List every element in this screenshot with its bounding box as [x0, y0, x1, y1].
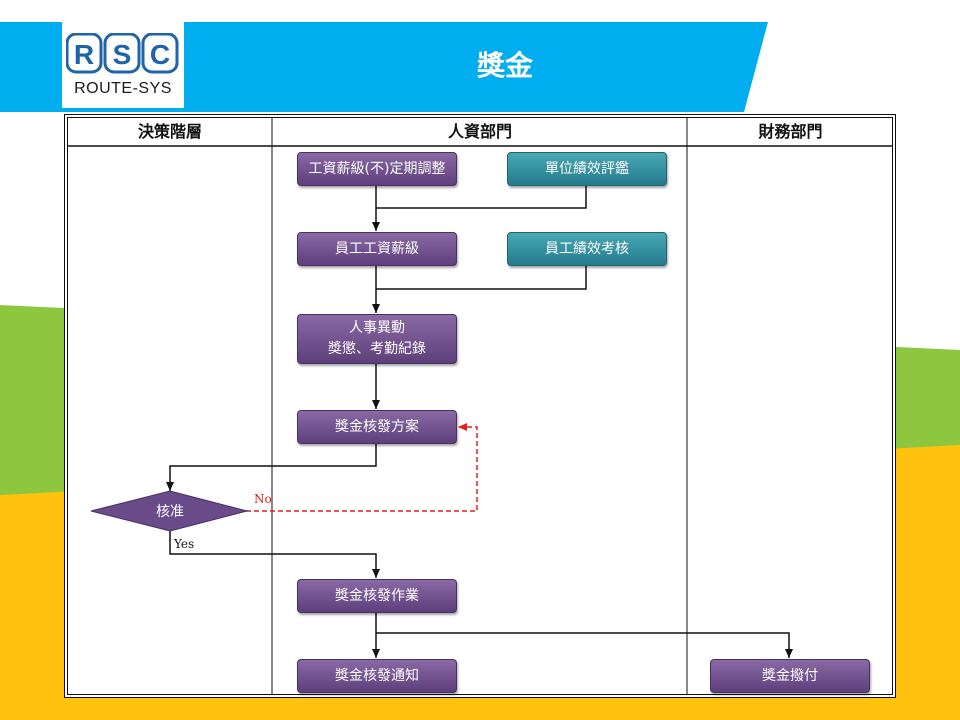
node-approve-label: 核准	[156, 504, 184, 520]
edge-plan-to-approve	[166, 442, 377, 491]
node-wage-adjust[interactable]: 工資薪級(不)定期調整	[297, 152, 457, 186]
header-bar	[0, 22, 768, 112]
lane-header-finance: 財務部門	[758, 122, 823, 141]
node-bonus-notice[interactable]: 獎金核發通知	[297, 659, 457, 693]
diagram-frame	[64, 114, 896, 698]
edge-approve-yes	[169, 531, 380, 578]
edge-approve-no	[246, 423, 478, 512]
logo-letter-r: R	[74, 39, 94, 70]
edge-emp-eval-join	[376, 264, 587, 290]
logo-text: ROUTE-SYS	[74, 80, 172, 97]
node-bonus-plan[interactable]: 獎金核發方案	[297, 410, 457, 444]
node-emp-wage[interactable]: 員工工資薪級	[297, 232, 457, 266]
page-title: 獎金	[476, 49, 533, 82]
edge-unit-eval-join	[376, 184, 587, 209]
node-bonus-pay[interactable]: 獎金撥付	[710, 659, 870, 693]
approve-diamond	[90, 490, 249, 532]
lane-header-hr: 人資部門	[447, 122, 512, 141]
logo-letter-c: C	[150, 39, 170, 70]
node-bonus-exec[interactable]: 獎金核發作業	[297, 579, 457, 613]
logo-letter-s: S	[113, 39, 132, 70]
node-unit-eval[interactable]: 單位績效評鑑	[507, 152, 667, 186]
node-personnel-line1: 人事異動	[349, 320, 405, 336]
edge-exec-to-pay	[376, 632, 793, 658]
logo-mark: R S C	[66, 33, 179, 74]
lane-header-decision: 決策階層	[137, 122, 202, 141]
edge-label-yes: Yes	[174, 537, 195, 551]
edge-label-no: No	[254, 492, 272, 506]
node-personnel-line2: 獎懲、考勤紀錄	[328, 341, 426, 357]
node-emp-eval[interactable]: 員工績效考核	[507, 232, 667, 266]
diagram-frame-inner	[67, 117, 893, 695]
node-personnel[interactable]: 人事異動 獎懲、考勤紀錄	[297, 314, 457, 364]
